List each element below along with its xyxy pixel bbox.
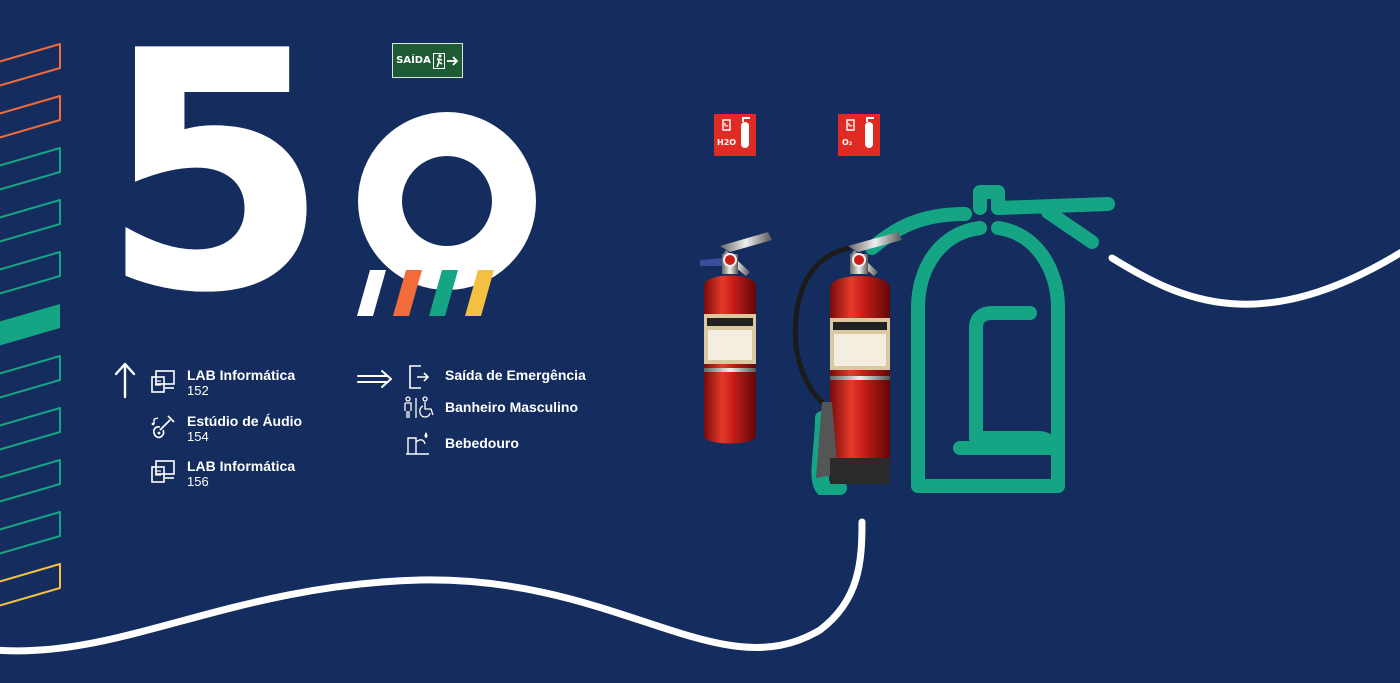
exit-sign-text: SAÍDA xyxy=(396,55,431,66)
exit-sign: SAÍDA xyxy=(392,43,463,78)
list-item-restroom: Banheiro Masculino xyxy=(445,399,578,415)
fire-extinguisher-sign-icon xyxy=(846,117,874,148)
color-bars xyxy=(357,270,494,316)
running-man-arrow-icon xyxy=(432,52,459,69)
water-extinguisher xyxy=(700,232,772,444)
list-item-lab-156: LAB Informática 156 xyxy=(187,458,295,489)
room-name: Estúdio de Áudio xyxy=(187,413,303,429)
decorative-stripes xyxy=(0,43,61,607)
computer-icon xyxy=(151,460,175,483)
stripe-green-filled xyxy=(0,304,60,346)
floor-number: 5 xyxy=(100,0,330,365)
co2-extinguisher xyxy=(792,232,902,484)
stripe-green-1 xyxy=(0,147,61,191)
computer-icon xyxy=(151,370,175,393)
water-fountain-icon xyxy=(406,432,429,455)
extinguisher-outline-graphic xyxy=(811,185,1115,495)
stripe-yellow xyxy=(0,563,61,607)
list-item-water-fountain: Bebedouro xyxy=(445,435,519,451)
stripe-green-2 xyxy=(0,199,61,243)
list-item-audio-154: Estúdio de Áudio 154 xyxy=(187,413,302,444)
guitar-music-icon xyxy=(151,415,175,439)
stripe-green-5 xyxy=(0,355,61,399)
extinguisher-type-label: O₂ xyxy=(842,138,853,147)
stripe-green-7 xyxy=(0,459,61,503)
list-item-emergency-exit: Saída de Emergência xyxy=(445,367,586,383)
restroom-accessible-icon xyxy=(404,396,434,418)
stripe-orange-1 xyxy=(0,43,61,87)
extinguisher-sign-water: H2O xyxy=(714,114,756,156)
room-number: 156 xyxy=(187,474,209,489)
extinguisher-sign-co2: O₂ xyxy=(838,114,880,156)
extinguisher-type-label: H2O xyxy=(717,138,737,147)
room-number: 152 xyxy=(187,383,209,398)
bar-yellow xyxy=(465,270,494,316)
exit-door-icon xyxy=(409,365,430,389)
ordinal-ring xyxy=(358,112,536,290)
up-arrow-icon xyxy=(114,362,136,399)
room-number: 154 xyxy=(187,429,209,444)
destination-name: Bebedouro xyxy=(445,435,519,451)
room-name: LAB Informática xyxy=(187,367,296,383)
bar-orange xyxy=(393,270,422,316)
stripe-green-3 xyxy=(0,251,61,295)
bar-green xyxy=(429,270,458,316)
stripe-orange-2 xyxy=(0,95,61,139)
right-arrow-icon xyxy=(357,370,392,388)
fire-extinguisher-sign-icon xyxy=(722,117,750,148)
bar-white xyxy=(357,270,386,316)
stripe-green-8 xyxy=(0,511,61,555)
list-item-lab-152: LAB Informática 152 xyxy=(187,367,295,398)
destination-name: Saída de Emergência xyxy=(445,367,586,383)
stripe-green-6 xyxy=(0,407,61,451)
room-name: LAB Informática xyxy=(187,458,296,474)
destination-name: Banheiro Masculino xyxy=(445,399,579,415)
